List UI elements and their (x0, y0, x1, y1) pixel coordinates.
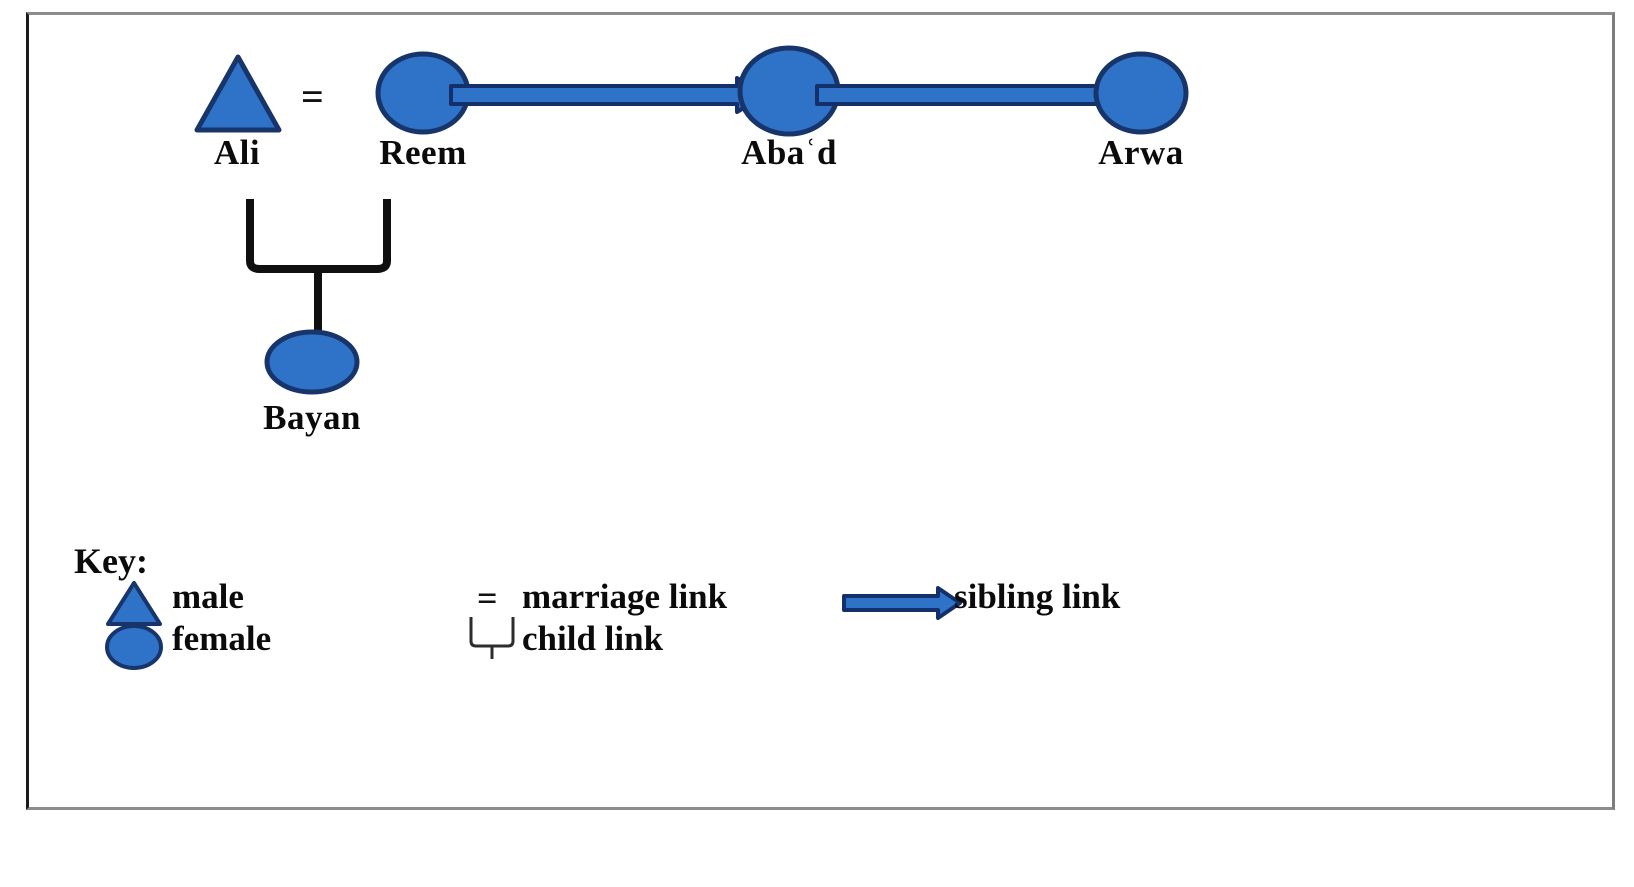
figure-frame: Ali = Reem Abaʿd (26, 12, 1615, 810)
key-icon-sibling-arrow (842, 585, 962, 621)
key-label-male: male (172, 577, 244, 616)
key-label-marriage: marriage link (522, 577, 728, 616)
sibling-link-reem-abad[interactable] (449, 73, 769, 117)
key-label-child: child link (522, 619, 664, 658)
node-shape-ali[interactable] (193, 53, 283, 135)
node-label-reem: Reem (379, 133, 467, 172)
node-shape-bayan[interactable] (262, 318, 362, 406)
key-title: Key: (74, 541, 148, 581)
sibling-link-abad-arwa[interactable] (815, 73, 1135, 117)
key-icon-child-bracket (465, 615, 521, 661)
key-icon-female-ellipse (104, 623, 164, 671)
key-label-sibling: sibling link (954, 577, 1121, 616)
node-label-arwa: Arwa (1098, 133, 1184, 172)
marriage-equals-ali-reem: = (301, 74, 324, 119)
node-label-bayan: Bayan (263, 398, 361, 437)
key-label-female: female (172, 619, 272, 658)
node-label-ali: Ali (213, 133, 261, 172)
key-icon-equals: = (477, 578, 498, 618)
node-label-abad: Abaʿd (741, 133, 837, 172)
child-link-bayan[interactable] (241, 195, 421, 345)
key-icon-male-triangle (104, 580, 164, 628)
node-shape-arwa[interactable] (1091, 49, 1191, 137)
